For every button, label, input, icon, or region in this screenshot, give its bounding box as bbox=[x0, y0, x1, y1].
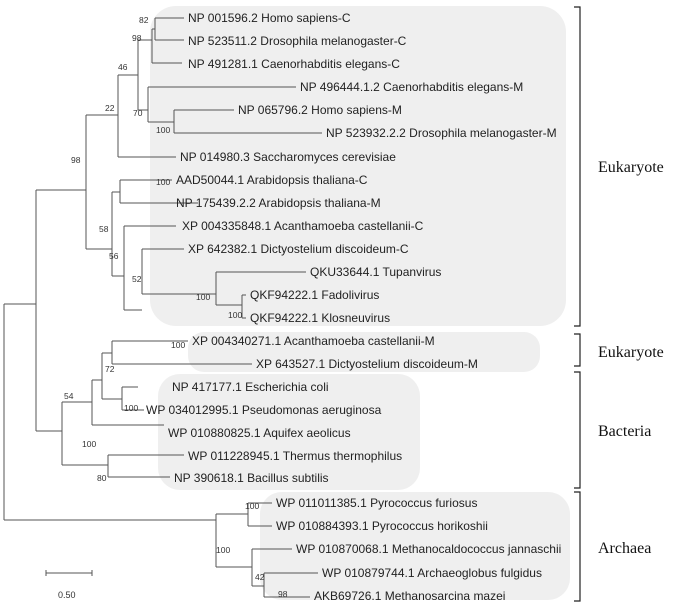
group-label-bacteria: Bacteria bbox=[598, 423, 651, 440]
bootstrap-value: 22 bbox=[105, 103, 115, 113]
taxon-label: NP 523932.2.2 Drosophila melanogaster-M bbox=[326, 126, 557, 140]
clade-highlight-bacteria bbox=[158, 374, 420, 490]
taxon-label: NP 065796.2 Homo sapiens-M bbox=[238, 103, 402, 117]
taxon-label: WP 011011385.1 Pyrococcus furiosus bbox=[276, 496, 477, 510]
taxon-label: WP 010879744.1 Archaeoglobus fulgidus bbox=[322, 566, 542, 580]
tree-branches bbox=[3, 17, 322, 598]
bootstrap-value: 98 bbox=[278, 589, 288, 599]
bootstrap-value: 100 bbox=[171, 340, 185, 350]
taxon-label: XP 643527.1 Dictyostelium discoideum-M bbox=[256, 357, 478, 371]
bootstrap-value: 72 bbox=[105, 364, 115, 374]
branch-node-62 bbox=[61, 401, 108, 466]
bracket-eukaryote-mito bbox=[574, 333, 581, 367]
branch-node-174 bbox=[173, 109, 322, 134]
branch-node-108 bbox=[107, 454, 184, 478]
branch-node-124 bbox=[123, 225, 176, 311]
branch-node-86 bbox=[85, 114, 118, 250]
taxon-label: XP 004340271.1 Acanthamoeba castellanii-… bbox=[192, 334, 435, 348]
clade-highlight-eukaryote-main bbox=[150, 6, 566, 326]
bootstrap-value: 58 bbox=[99, 224, 109, 234]
branch-node-102 bbox=[101, 352, 122, 400]
taxon-label: NP 014980.3 Saccharomyces cerevisiae bbox=[180, 150, 396, 164]
taxon-label: WP 010880825.1 Aquifex aeolicus bbox=[168, 426, 351, 440]
bootstrap-value: 100 bbox=[156, 125, 170, 135]
branch-node-112b bbox=[111, 340, 252, 365]
branch-node-252 bbox=[251, 548, 292, 587]
bracket-archaea bbox=[574, 491, 581, 602]
branch-node-242 bbox=[241, 294, 246, 319]
bootstrap-value: 46 bbox=[118, 62, 128, 72]
branch-euk-main bbox=[35, 189, 86, 432]
taxa-labels: NP 001596.2 Homo sapiens-C NP 523511.2 D… bbox=[146, 11, 561, 603]
group-label-eukaryote: Eukaryote bbox=[598, 159, 664, 176]
bootstrap-value: 80 bbox=[97, 473, 107, 483]
branch-node-216 bbox=[215, 271, 306, 306]
branch-node-92 bbox=[91, 379, 164, 426]
group-brackets bbox=[574, 6, 581, 602]
scale-label: 0.50 bbox=[58, 590, 76, 600]
taxon-label: WP 010870068.1 Methanocaldococcus jannas… bbox=[296, 542, 561, 556]
taxon-label: AAD50044.1 Arabidopsis thaliana-C bbox=[176, 173, 368, 187]
bootstrap-value: 100 bbox=[124, 403, 138, 413]
taxon-label: NP 496444.1.2 Caenorhabditis elegans-M bbox=[300, 80, 523, 94]
taxon-label: NP 417177.1 Escherichia coli bbox=[172, 380, 329, 394]
branch-node-138 bbox=[137, 39, 152, 111]
bootstrap-value: 100 bbox=[196, 292, 210, 302]
bootstrap-values: 82 98 46 70 100 22 98 100 58 56 52 100 1… bbox=[64, 15, 288, 599]
bootstrap-value: 42 bbox=[255, 572, 265, 582]
taxon-label: WP 010884393.1 Pyrococcus horikoshii bbox=[276, 519, 488, 533]
bracket-eukaryote-main bbox=[574, 6, 581, 327]
bootstrap-value: 98 bbox=[71, 155, 81, 165]
branch-node-112 bbox=[111, 191, 124, 277]
scale-bar: 0.50 bbox=[45, 570, 93, 600]
taxon-label: QKU33644.1 Tupanvirus bbox=[310, 265, 441, 279]
branch-node-120 bbox=[119, 179, 198, 204]
branch-node-142 bbox=[141, 248, 216, 295]
bootstrap-value: 100 bbox=[245, 501, 259, 511]
bootstrap-value: 52 bbox=[132, 274, 142, 284]
taxon-label: XP 642382.1 Dictyostelium discoideum-C bbox=[188, 242, 409, 256]
branch-node-264 bbox=[263, 572, 318, 598]
clade-highlight-eukaryote-mito bbox=[188, 332, 540, 372]
taxon-label: NP 001596.2 Homo sapiens-C bbox=[188, 11, 351, 25]
branch-root bbox=[3, 303, 216, 521]
bootstrap-value: 56 bbox=[109, 251, 119, 261]
group-label-eukaryote-mito: Eukaryote bbox=[598, 344, 664, 361]
bootstrap-value: 100 bbox=[156, 177, 170, 187]
taxon-label: NP 175439.2.2 Arabidopsis thaliana-M bbox=[176, 196, 381, 210]
bootstrap-value: 82 bbox=[139, 15, 149, 25]
bracket-bacteria bbox=[574, 371, 581, 489]
branch-node-122 bbox=[121, 386, 144, 411]
branch-node-118 bbox=[117, 74, 176, 158]
bootstrap-value: 70 bbox=[133, 108, 143, 118]
branch-node-155 bbox=[154, 17, 184, 41]
branch-node-archaea bbox=[215, 513, 252, 568]
bootstrap-value: 100 bbox=[82, 439, 96, 449]
taxon-label: NP 523511.2 Drosophila melanogaster-C bbox=[188, 34, 407, 48]
taxon-label: QKF94222.1 Klosneuvirus bbox=[250, 311, 390, 325]
taxon-label: WP 011228945.1 Thermus thermophilus bbox=[188, 449, 402, 463]
clade-highlight-archaea bbox=[260, 492, 570, 600]
taxon-label: XP 004335848.1 Acanthamoeba castellanii-… bbox=[182, 219, 424, 233]
branch-node-148 bbox=[147, 86, 296, 123]
taxon-label: NP 491281.1 Caenorhabditis elegans-C bbox=[188, 57, 400, 71]
taxon-label: NP 390618.1 Bacillus subtilis bbox=[174, 471, 329, 485]
group-label-archaea: Archaea bbox=[598, 540, 651, 557]
bootstrap-value: 100 bbox=[216, 545, 230, 555]
taxon-label: QKF94222.1 Fadolivirus bbox=[250, 288, 379, 302]
bootstrap-value: 100 bbox=[228, 310, 242, 320]
taxon-label: WP 034012995.1 Pseudomonas aeruginosa bbox=[146, 403, 382, 417]
taxon-label: AKB69726.1 Methanosarcina mazei bbox=[314, 589, 505, 603]
bootstrap-value: 54 bbox=[64, 391, 74, 401]
bootstrap-value: 98 bbox=[132, 33, 142, 43]
branch-node-248 bbox=[247, 502, 272, 527]
